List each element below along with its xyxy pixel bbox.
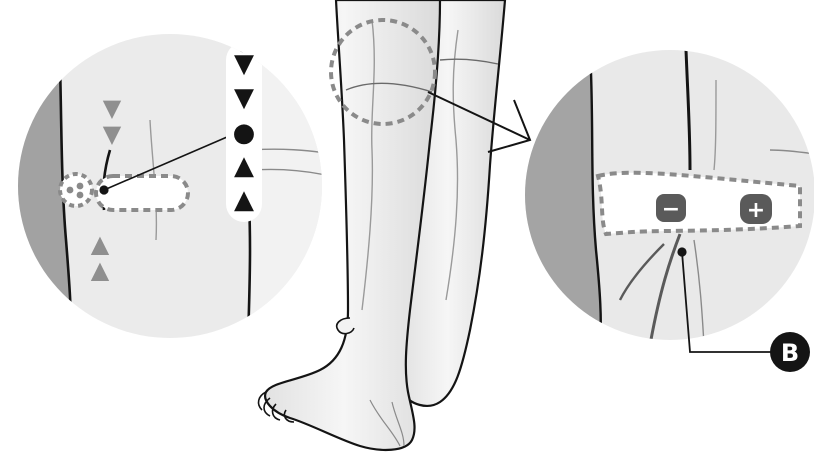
right-zoom-view: − + B bbox=[520, 50, 814, 372]
black-up-arrow-2: ▲ bbox=[234, 185, 254, 215]
black-down-arrow-1: ▼ bbox=[234, 49, 254, 79]
left-electrode-strip bbox=[96, 176, 188, 210]
minus-label: − bbox=[662, 197, 680, 222]
black-up-arrow-1: ▲ bbox=[234, 151, 254, 181]
plus-label: + bbox=[747, 198, 765, 223]
callout-b-label: B bbox=[781, 339, 799, 367]
black-down-arrow-2: ▼ bbox=[234, 83, 254, 113]
gray-down-arrow-1: ▼ bbox=[103, 94, 122, 122]
left-zoom-view: ▼ ▼ ▲ ▲ ▼ ▼ ● ▲ ▲ bbox=[0, 0, 330, 340]
gray-up-arrow-2: ▲ bbox=[91, 256, 110, 284]
left-electrode-pad bbox=[60, 174, 92, 206]
gray-up-arrow-1: ▲ bbox=[91, 230, 110, 258]
black-center-dot: ● bbox=[233, 118, 256, 148]
left-marker-dot bbox=[99, 185, 108, 194]
gray-down-arrow-2: ▼ bbox=[103, 120, 122, 148]
